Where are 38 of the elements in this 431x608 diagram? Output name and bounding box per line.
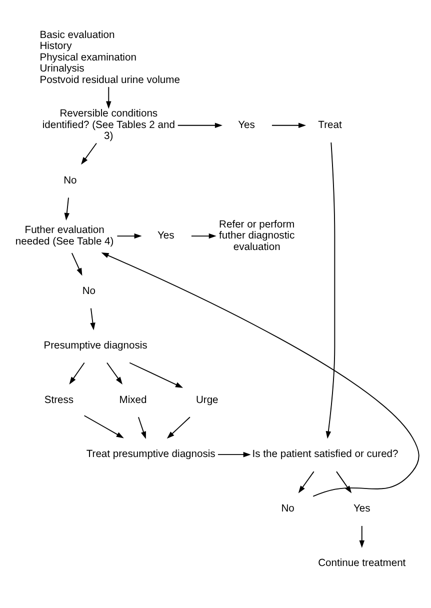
- arrow: [90, 307, 96, 330]
- arrow: [81, 142, 97, 164]
- arrow: [64, 196, 70, 220]
- node-text: Treat presumptive diagnosis: [86, 448, 216, 460]
- arrow: [71, 252, 82, 276]
- arrow: [116, 232, 142, 238]
- arrow: [106, 362, 122, 384]
- node-text: Refer or perform futher diagnostic evaluation: [219, 218, 295, 252]
- arrow: [298, 470, 314, 493]
- arrow: [101, 252, 420, 496]
- node-text: No: [64, 174, 77, 186]
- node-text: Reversible conditions identified? (See Tables 2 and 3): [42, 108, 175, 142]
- node-text: Futher evaluation needed (See Table 4): [15, 224, 114, 247]
- node-text: No: [82, 285, 96, 296]
- arrow: [106, 86, 112, 108]
- arrow: [84, 414, 124, 438]
- node-text: Urge: [196, 394, 218, 406]
- arrow: [190, 232, 216, 238]
- node-text: Treat: [318, 119, 342, 130]
- node-text: Continue treatment: [318, 557, 406, 568]
- arrow: [138, 416, 146, 439]
- node-text: Presumptive diagnosis: [44, 340, 148, 351]
- arrow: [166, 416, 190, 438]
- arrow: [326, 142, 336, 438]
- node-text: No: [281, 503, 294, 514]
- node-text: Yes: [157, 230, 174, 242]
- arrow: [271, 122, 306, 128]
- node-text: Yes: [238, 119, 255, 130]
- node-text: Stress: [44, 394, 74, 406]
- arrow: [69, 362, 85, 384]
- arrow: [177, 122, 222, 128]
- arrow: [129, 362, 184, 388]
- node-text: Basic evaluation History Physical examination Urinalysis Postvoid residual urine volume: [40, 29, 180, 86]
- node-text: Is the patient satisfied or cured?: [252, 448, 398, 460]
- node-text: Mixed: [119, 394, 147, 406]
- arrow: [359, 524, 365, 548]
- node-text: Yes: [353, 503, 370, 514]
- arrow: [218, 451, 251, 457]
